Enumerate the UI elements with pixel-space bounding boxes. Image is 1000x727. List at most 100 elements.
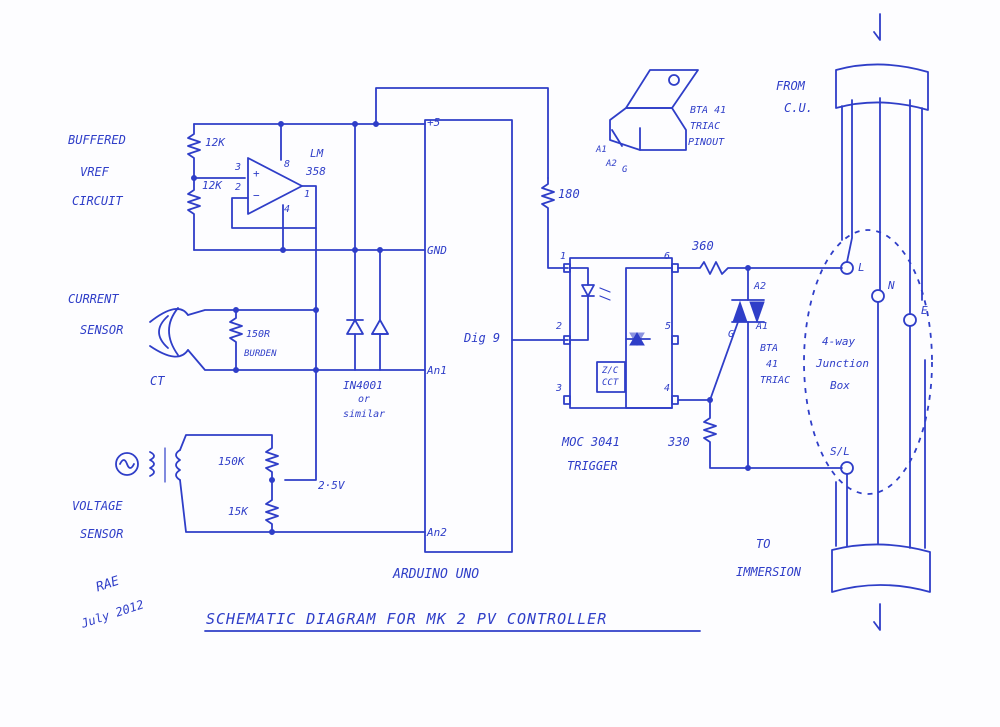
cable-top	[835, 63, 929, 111]
wire-vref-top	[193, 123, 282, 161]
resistor-330	[703, 399, 843, 469]
triac-pinout-label-3: PINOUT	[688, 137, 725, 148]
triac-pinout-a1: A1	[596, 145, 607, 155]
diode-1	[346, 319, 364, 335]
triac-pinout-hole	[668, 74, 680, 86]
resistor-330-label: 330	[668, 435, 690, 449]
resistor-12k-top	[187, 123, 201, 179]
voltage-sensor-label-2: SENSOR	[80, 527, 124, 541]
cable-bottom	[831, 543, 931, 593]
terminal-l-label: L	[858, 261, 865, 274]
moc-output-wires	[625, 267, 673, 409]
transformer-primary	[149, 451, 155, 477]
resistor-360	[677, 261, 843, 275]
moc-label-2: TRIGGER	[567, 459, 618, 473]
opamp-pin8: 8	[284, 159, 291, 170]
arduino-pin-an1: An1	[427, 364, 447, 377]
triac-pinout-a2: A2	[606, 159, 617, 169]
wire-ct-top	[187, 309, 317, 316]
moc-pin1-label: 1	[560, 251, 567, 262]
junction-dot	[745, 465, 751, 471]
resistor-180	[541, 177, 569, 269]
junction-dot	[233, 367, 239, 373]
sine-wave	[119, 459, 135, 469]
moc-pin4-label: 4	[664, 383, 671, 394]
moc-pin6-label: 6	[664, 251, 671, 262]
arduino-pin-an2: An2	[427, 526, 447, 539]
junction-dot	[280, 247, 286, 253]
terminal-e-label: E	[921, 304, 928, 317]
arduino-label: ARDUINO UNO	[393, 567, 480, 582]
junction-dot	[373, 121, 379, 127]
wire-vref-out	[284, 227, 317, 481]
moc-zc-label-1: Z/C	[602, 366, 619, 376]
vref-label-3: CIRCUIT	[72, 194, 123, 208]
cable-bottom-label-1: TO	[756, 537, 771, 551]
diode-label-2: or	[358, 394, 371, 405]
vref-label-1: BUFFERED	[68, 133, 126, 147]
burden-label-1: 150R	[246, 329, 271, 340]
moc-zc-label-2: CCT	[602, 378, 619, 388]
transformer-secondary	[175, 449, 181, 481]
resistor-12k-bottom	[187, 177, 201, 251]
terminal-n-label: N	[888, 279, 895, 292]
junction-label-1: 4-way	[822, 335, 856, 348]
wire-ct-bottom	[187, 349, 426, 371]
triac-a2-label: A2	[754, 281, 767, 292]
current-sensor-label-2: SENSOR	[80, 323, 124, 337]
moc-pin3-label: 3	[556, 383, 563, 394]
moc-led-wire-a	[569, 267, 589, 286]
arduino-pin-5v: +5	[427, 116, 441, 129]
diode-2	[371, 319, 389, 335]
ct-label: CT	[150, 374, 165, 388]
triac-pinout-g: G	[622, 165, 628, 175]
moc-led	[581, 284, 595, 297]
ct-conductor	[149, 308, 189, 358]
opamp-pin3: 3	[235, 162, 242, 173]
diode-label-3: similar	[343, 409, 386, 420]
moc-pin5	[671, 335, 679, 345]
terminal-n	[871, 289, 885, 303]
moc-pin3	[563, 395, 571, 405]
opamp-lm358	[247, 157, 303, 215]
terminal-sl-label: S/L	[830, 445, 850, 458]
triac-up	[732, 300, 748, 323]
resistor-15k	[179, 479, 279, 533]
diode-label-1: IN4001	[343, 379, 383, 392]
wire-opamp-feedback	[231, 185, 317, 229]
moc-light-arrow	[599, 295, 611, 301]
triac-label-3: TRIAC	[760, 375, 791, 386]
terminal-e	[903, 313, 917, 327]
wire-5v-to-180	[375, 87, 549, 179]
resistor-180-label: 180	[558, 187, 580, 201]
resistor-360-label: 360	[692, 239, 714, 253]
cable-core-l	[846, 99, 853, 263]
moc-label-1: MOC 3041	[562, 435, 620, 449]
arrow-down-icon	[873, 603, 881, 631]
resistor-150r-burden	[229, 309, 243, 371]
current-sensor-label-1: CURRENT	[68, 292, 119, 306]
resistor-150k	[179, 434, 279, 481]
junction-label-3: Box	[830, 379, 850, 392]
cable-top-label-2: C.U.	[784, 101, 813, 115]
triac-pinout-body	[609, 107, 687, 151]
cable-top-label-1: FROM	[776, 79, 805, 93]
opamp-plus: +	[253, 167, 260, 180]
resistor-12k-top-label: 12K	[205, 136, 225, 149]
moc-light-arrow	[599, 287, 611, 293]
ct-core	[168, 307, 179, 356]
opamp-minus: −	[253, 189, 260, 202]
resistor-150k-label: 150K	[218, 455, 245, 468]
junction-dot	[269, 529, 275, 535]
moc-zc-box	[596, 361, 626, 393]
vref-label-2: VREF	[80, 165, 109, 179]
arduino-pin-gnd: GND	[427, 244, 447, 257]
triac-label-2: 41	[766, 359, 779, 370]
triac-down	[749, 301, 765, 324]
triac-pinout-tab	[625, 69, 699, 109]
opamp-name-2: 358	[306, 165, 326, 178]
triac-pinout-pins	[611, 129, 623, 147]
vmid-label: 2·5V	[318, 479, 345, 492]
